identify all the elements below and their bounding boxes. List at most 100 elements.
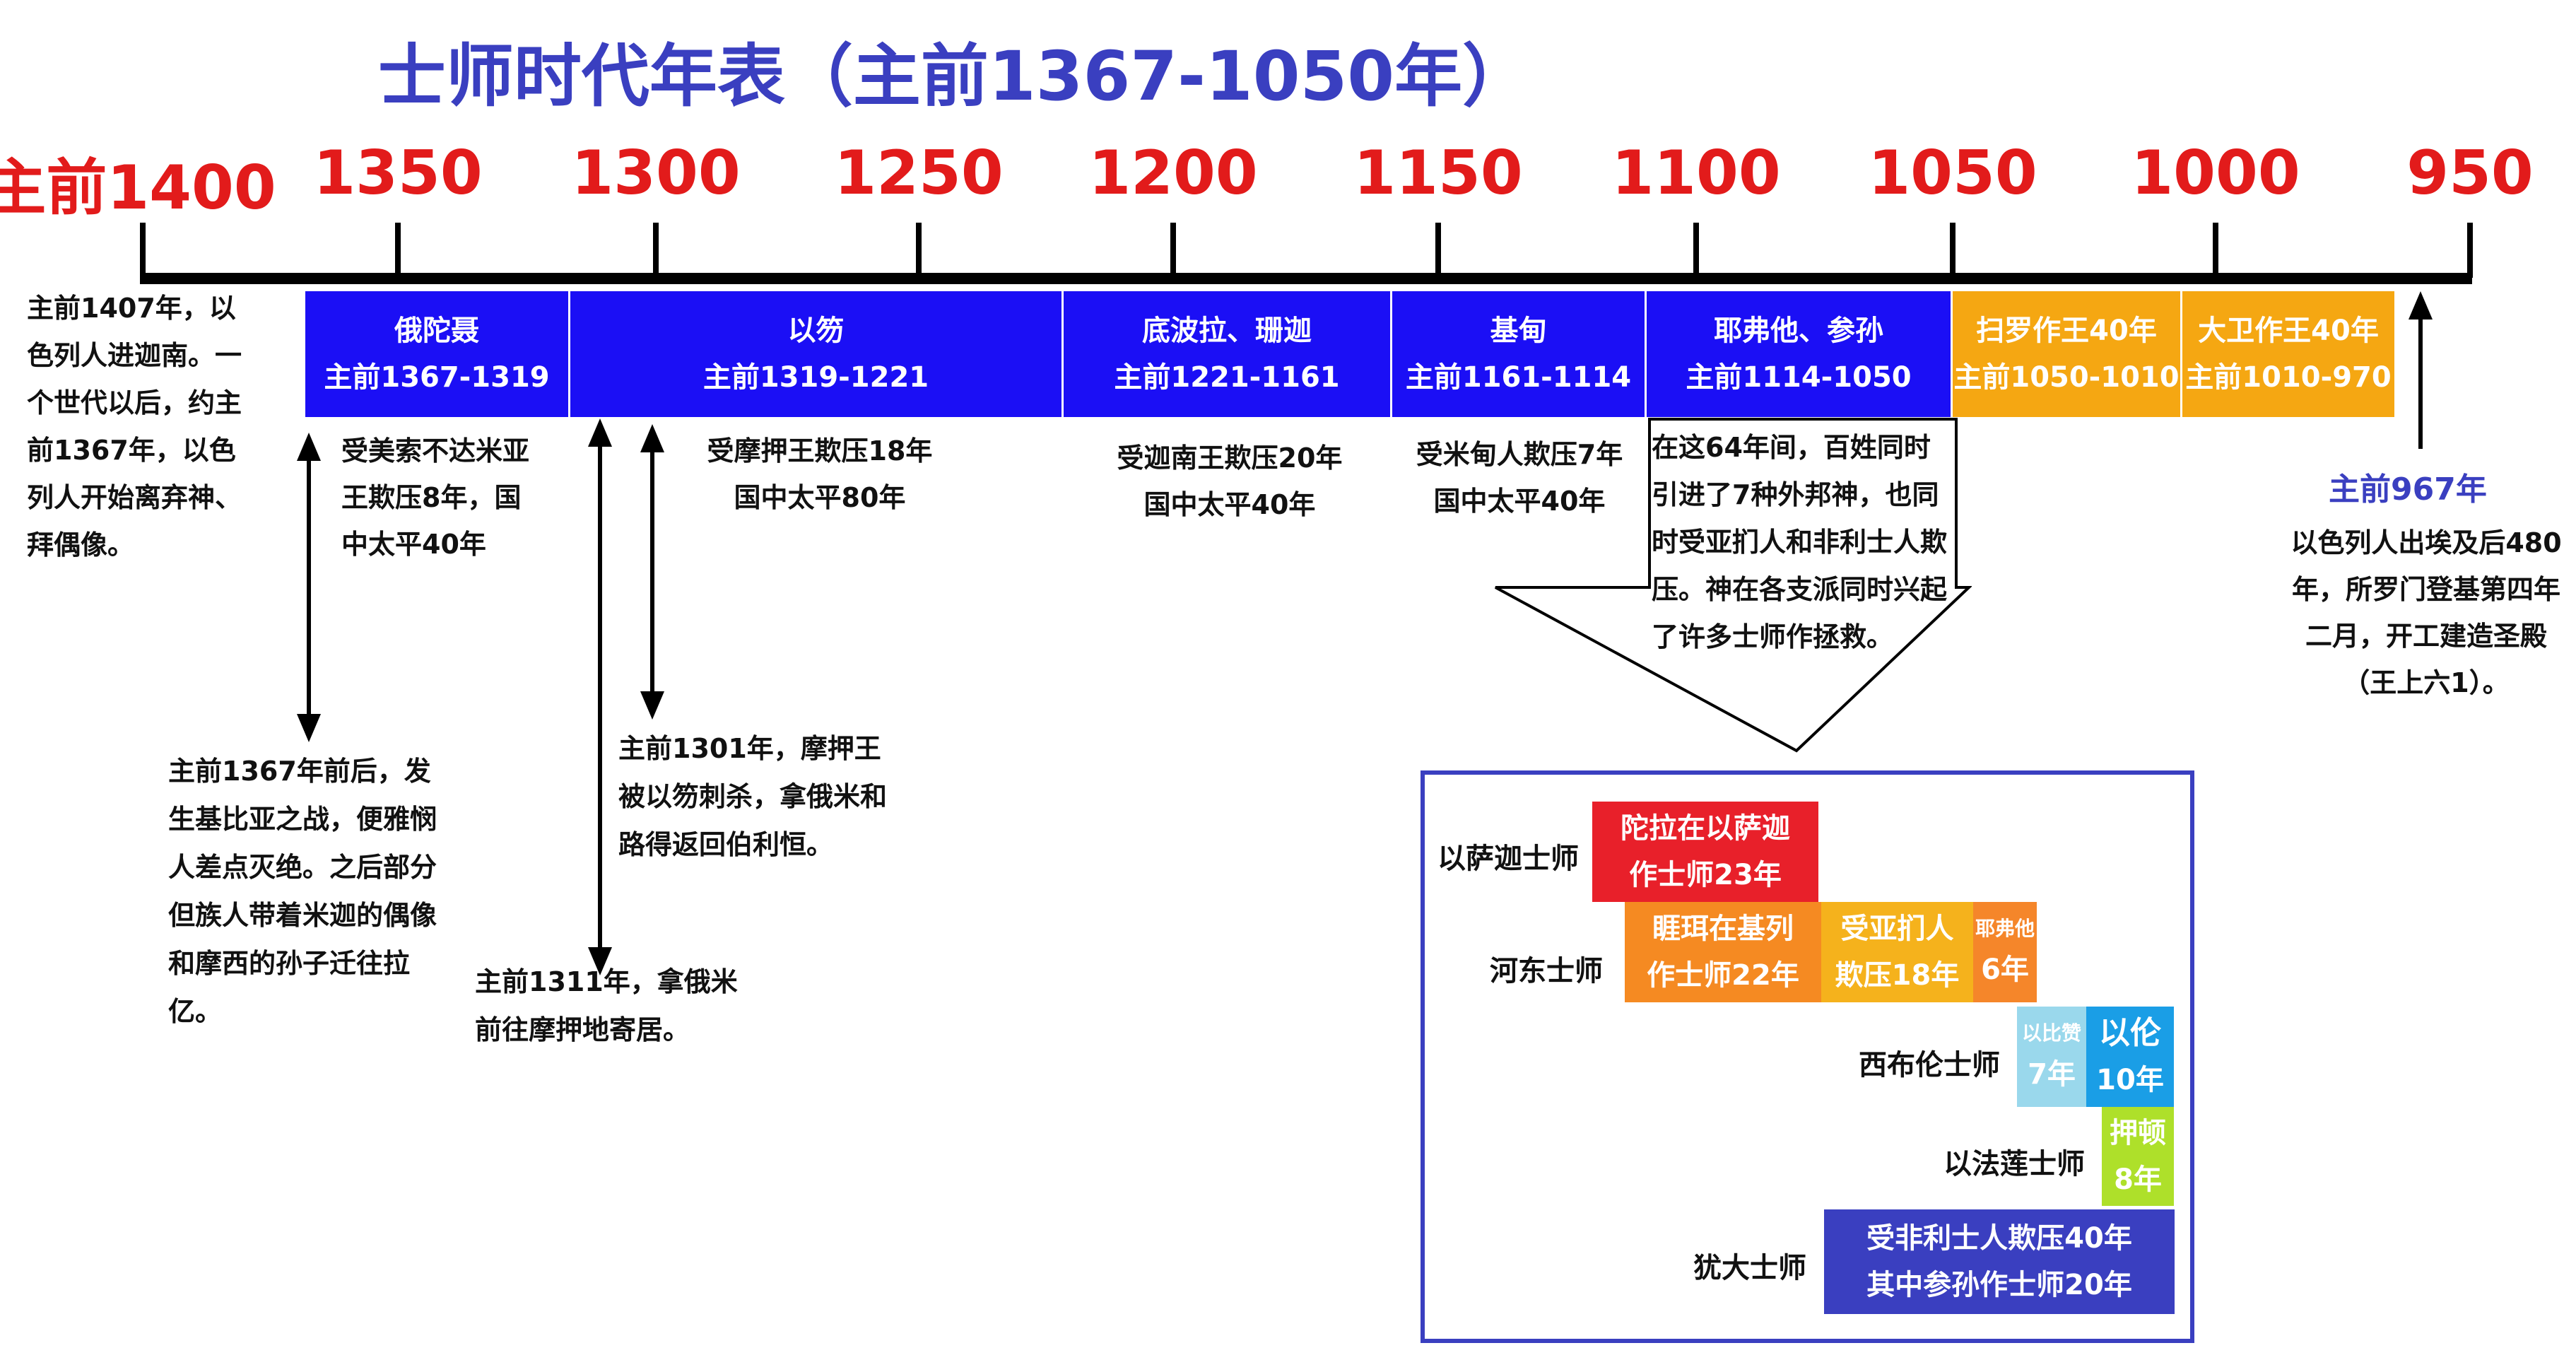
expand-arrow-shape xyxy=(1495,418,1972,753)
box-jair: 睚珥在基列 作士师22年 xyxy=(1625,902,1821,1002)
axis-tick-1150: 1150 xyxy=(1353,138,1523,209)
row-label-issachar: 以萨迦士师 xyxy=(1437,843,1579,875)
period-othniel: 俄陀聂 主前1367-1319 xyxy=(305,291,570,417)
row-label-judah: 犹大士师 xyxy=(1693,1252,1806,1284)
note-line: 二月，开工建造圣殿 xyxy=(2305,621,2547,652)
tick-mark xyxy=(1950,223,1955,278)
note-line: 国中太平80年 xyxy=(734,482,906,513)
note-line: 国中太平40年 xyxy=(1143,489,1316,520)
box-line: 受非利士人欺压40年 xyxy=(1866,1222,2132,1255)
box-line: 陀拉在以萨迦 xyxy=(1621,812,1790,845)
note-line: 主前1407年，以 xyxy=(27,293,236,324)
period-years: 主前1114-1050 xyxy=(1686,361,1912,394)
box-line: 睚珥在基列 xyxy=(1652,913,1794,945)
note-line: 主前1311年，拿俄米 xyxy=(475,966,738,997)
box-line: 8年 xyxy=(2114,1163,2162,1196)
arrow-head-down xyxy=(640,691,664,720)
note-line: 前往摩押地寄居。 xyxy=(475,1014,690,1045)
period-david: 大卫作王40年 主前1010-970 xyxy=(2182,291,2394,417)
arrow-head-down xyxy=(588,947,612,975)
box-line: 10年 xyxy=(2096,1064,2164,1096)
note-deborah: 受迦南王欺压20年 国中太平40年 xyxy=(1088,435,1371,528)
tick-mark xyxy=(2467,223,2473,278)
note-naomi: 主前1311年，拿俄米 前往摩押地寄居。 xyxy=(475,958,738,1054)
box-line: 作士师23年 xyxy=(1629,859,1782,891)
note-line: 中太平40年 xyxy=(341,529,486,560)
row-label-ephraim: 以法莲士师 xyxy=(1943,1148,2085,1180)
period-years: 主前1319-1221 xyxy=(702,361,929,394)
note-line: 引进了7种外邦神，也同 xyxy=(1652,479,1939,510)
tick-mark xyxy=(1693,223,1699,278)
box-line: 耶弗他 xyxy=(1975,917,2035,940)
page-title: 士师时代年表（主前1367-1050年） xyxy=(377,37,1531,116)
note-ehud: 受摩押王欺压18年 国中太平80年 xyxy=(678,428,961,521)
note-line: 被以笏刺杀，拿俄米和 xyxy=(618,781,888,812)
box-ammon-oppression: 受亚扪人 欺压18年 xyxy=(1821,902,1973,1002)
tick-mark xyxy=(916,223,922,278)
row-label-transjordan: 河东士师 xyxy=(1490,955,1603,987)
period-jephthah-samson: 耶弗他、参孙 主前1114-1050 xyxy=(1647,291,1953,417)
note-line: 国中太平40年 xyxy=(1433,486,1606,517)
note-line: 王欺压8年，国 xyxy=(341,482,522,513)
note-line: 主前1367年前后，发 xyxy=(168,756,431,787)
period-name: 大卫作王40年 xyxy=(2198,315,2379,347)
note-line: 色列人进迦南。一 xyxy=(27,340,242,371)
arrow-shaft-1311 xyxy=(598,442,602,951)
period-name: 基甸 xyxy=(1490,315,1547,347)
note-line: 受迦南王欺压20年 xyxy=(1117,442,1343,474)
label-967: 主前967年 xyxy=(2329,471,2487,508)
note-line: 拜偶像。 xyxy=(27,529,135,561)
box-line: 以比赞 xyxy=(2021,1021,2081,1045)
period-deborah: 底波拉、珊迦 主前1221-1161 xyxy=(1064,291,1392,417)
box-line: 7年 xyxy=(2028,1058,2076,1091)
period-name: 耶弗他、参孙 xyxy=(1714,315,1883,347)
axis-tick-label: 1400 xyxy=(107,153,276,223)
tick-mark xyxy=(1435,223,1441,278)
arrow-shaft-1367 xyxy=(307,456,311,717)
axis-tick-1400: 主前1400 xyxy=(0,138,276,226)
note-line: 主前1301年，摩押王 xyxy=(618,733,881,764)
timeline-axis xyxy=(140,273,2472,284)
period-name: 底波拉、珊迦 xyxy=(1142,315,1312,347)
note-entry-canaan: 主前1407年，以 色列人进迦南。一 个世代以后，约主 前1367年，以色 列人… xyxy=(27,285,281,569)
note-line: 受美索不达米亚 xyxy=(341,435,530,467)
note-line: 人差点灭绝。之后部分 xyxy=(168,852,437,883)
arrow-head-down xyxy=(297,714,321,742)
box-line: 其中参孙作士师20年 xyxy=(1866,1269,2132,1301)
box-line: 受亚扪人 xyxy=(1840,913,1954,945)
box-line: 以伦 xyxy=(2099,1015,2161,1051)
note-line: 和摩西的孙子迁往拉 xyxy=(168,948,411,979)
axis-prefix: 主前 xyxy=(0,153,107,223)
box-line: 作士师22年 xyxy=(1647,959,1799,992)
period-saul: 扫罗作王40年 主前1050-1010 xyxy=(1953,291,2182,417)
period-years: 主前1221-1161 xyxy=(1114,361,1340,394)
note-line: 压。神在各支派同时兴起 xyxy=(1652,574,1948,605)
box-line: 押顿 xyxy=(2110,1117,2166,1149)
note-line: 了许多士师作拯救。 xyxy=(1652,621,1894,652)
tick-mark xyxy=(395,223,401,278)
box-line: 6年 xyxy=(1981,954,2029,986)
note-eglon: 主前1301年，摩押王 被以笏刺杀，拿俄米和 路得返回伯利恒。 xyxy=(618,725,887,869)
box-abdon: 押顿 8年 xyxy=(2102,1107,2174,1206)
axis-tick-1100: 1100 xyxy=(1611,138,1781,209)
axis-tick-1000: 1000 xyxy=(2131,138,2300,209)
note-othniel: 受美索不达米亚 王欺压8年，国 中太平40年 xyxy=(341,428,529,568)
period-years: 主前1050-1010 xyxy=(1953,361,2180,394)
tick-mark xyxy=(1170,223,1176,278)
note-gideon: 受米甸人欺压7年 国中太平40年 xyxy=(1392,431,1647,524)
period-name: 以笏 xyxy=(787,315,845,347)
arrow-shaft-1301 xyxy=(650,447,654,695)
note-line: 受米甸人欺压7年 xyxy=(1416,439,1623,470)
period-ehud: 以笏 主前1319-1221 xyxy=(570,291,1064,417)
axis-tick-950: 950 xyxy=(2406,138,2534,209)
box-elon: 以伦 10年 xyxy=(2086,1007,2174,1107)
note-line: （王上六1）。 xyxy=(2343,667,2510,698)
note-line: 前1367年，以色 xyxy=(27,435,236,466)
period-gideon: 基甸 主前1161-1114 xyxy=(1392,291,1647,417)
tick-mark xyxy=(140,223,146,278)
note-line: 受摩押王欺压18年 xyxy=(707,435,933,467)
note-line: 亿。 xyxy=(168,996,223,1027)
axis-tick-1250: 1250 xyxy=(834,138,1004,209)
judges-inset-panel: 以萨迦士师 河东士师 西布伦士师 以法莲士师 犹大士师 陀拉在以萨迦 作士师23… xyxy=(1421,770,2194,1343)
box-jephthah: 耶弗他 6年 xyxy=(1973,902,2037,1002)
